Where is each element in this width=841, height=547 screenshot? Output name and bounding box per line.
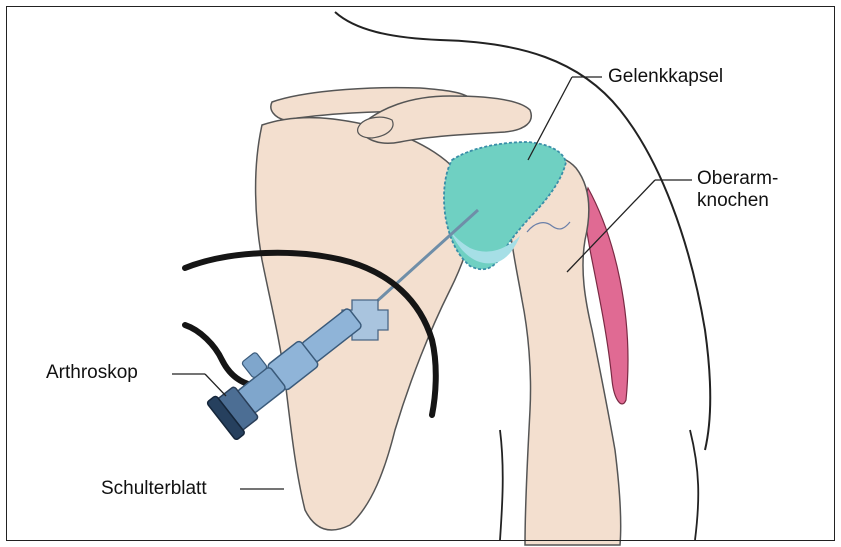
label-oberarmknochen: Oberarm- knochen — [697, 168, 778, 212]
cable-lower — [185, 325, 248, 384]
leader-arthroskop-diag — [205, 374, 226, 396]
label-schulterblatt: Schulterblatt — [101, 478, 207, 500]
label-oberarmknochen-line1: Oberarm- — [697, 168, 778, 190]
label-oberarmknochen-line2: knochen — [697, 190, 778, 212]
label-gelenkkapsel: Gelenkkapsel — [608, 66, 723, 88]
body-contour-lower — [690, 430, 698, 540]
label-arthroskop: Arthroskop — [46, 362, 138, 384]
inner-contour — [500, 430, 503, 540]
